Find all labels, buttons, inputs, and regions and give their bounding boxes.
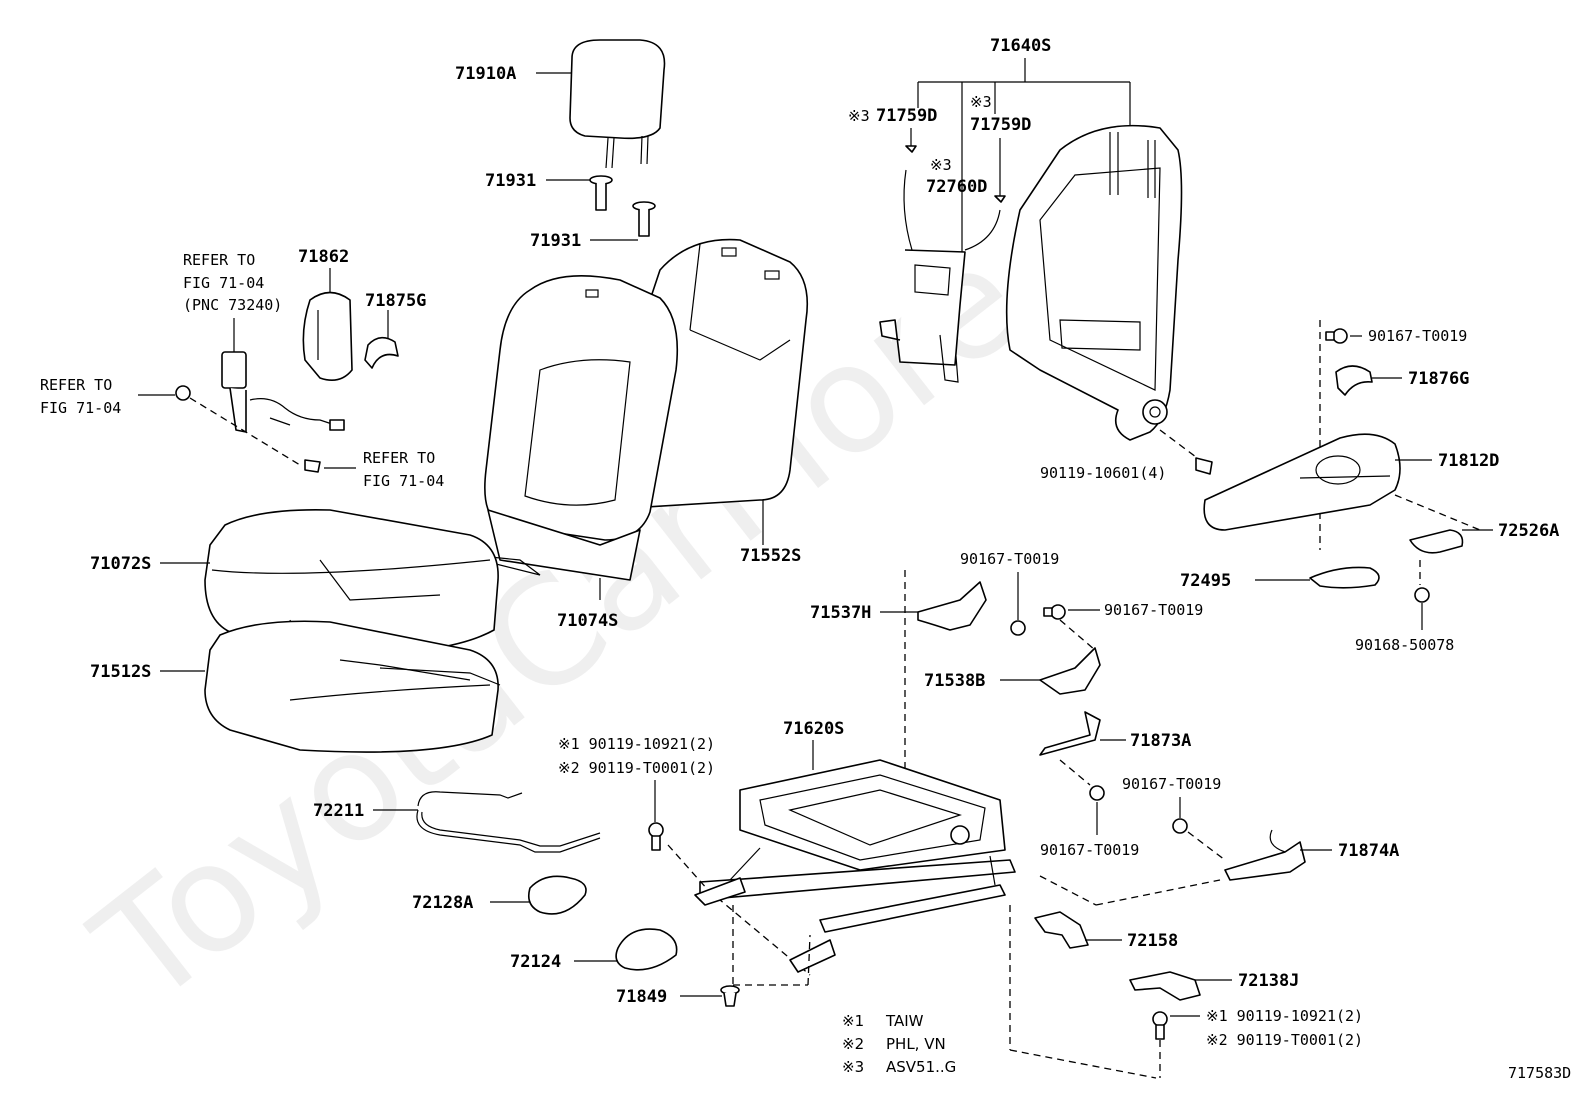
part-label-90167-T0019-b: 90167-T0019 — [960, 550, 1059, 568]
note-1-mark: ※1 — [842, 1012, 864, 1030]
ref-left-line2: FIG 71-04 — [40, 399, 121, 417]
seat-cushion-cover-drawing — [204, 508, 499, 655]
recliner-cover-drawing — [1203, 433, 1401, 531]
part-label-71875G: 71875G — [365, 291, 426, 311]
bolt-90167-T0019-b-drawing — [1010, 620, 1026, 636]
lumbar-support-drawing — [879, 169, 1001, 383]
note-3-mark: ※3 — [842, 1058, 864, 1076]
ref-mid-line2: FIG 71-04 — [363, 472, 444, 490]
cover-72128A-drawing — [527, 875, 587, 915]
ref-belt-line3: (PNC 73240) — [183, 296, 282, 314]
part-label-71931-b: 71931 — [530, 231, 581, 251]
part-label-71862: 71862 — [298, 247, 349, 267]
part-label-90119-T0001-a: ※2 90119-T0001(2) — [558, 759, 715, 777]
bolt-90167-T0019-c-drawing — [1043, 604, 1066, 620]
ref-mid-line1: REFER TO — [363, 449, 435, 467]
part-label-71812D: 71812D — [1438, 451, 1499, 471]
note-3-text: ASV51..G — [886, 1058, 956, 1076]
part-label-90119-10921-a: ※1 90119-10921(2) — [558, 735, 715, 753]
note-2-text: PHL, VN — [886, 1035, 946, 1053]
part-label-71876G: 71876G — [1408, 369, 1469, 389]
part-label-72526A: 72526A — [1498, 521, 1559, 541]
bracket-71874A-drawing — [1224, 829, 1306, 881]
bracket-71538B-drawing — [1039, 647, 1101, 695]
part-label-71620S: 71620S — [783, 719, 844, 739]
part-label-71874A: 71874A — [1338, 841, 1399, 861]
bolt-90119-b-drawing — [1152, 1011, 1168, 1040]
footnotes: ※1 TAIW ※2 PHL, VN ※3 ASV51..G — [842, 1012, 956, 1076]
part-label-72124: 72124 — [510, 952, 561, 972]
part-label-72495: 72495 — [1180, 571, 1231, 591]
mark-72760D: ※3 — [930, 156, 952, 174]
part-label-71759D-a: 71759D — [876, 106, 937, 126]
part-label-90167-T0019-d: 90167-T0019 — [1040, 841, 1139, 859]
part-label-72760D: 72760D — [926, 177, 987, 197]
headrest-support-drawing — [589, 175, 656, 237]
part-label-71538B: 71538B — [924, 671, 985, 691]
clip-71849-drawing — [720, 985, 740, 1007]
screw-90168-50078-drawing — [1414, 587, 1430, 603]
ref-left-line1: REFER TO — [40, 376, 112, 394]
seat-belt-buckle-drawing — [221, 351, 345, 433]
headrest-drawing — [569, 39, 666, 169]
front-bracket-drawing — [694, 877, 836, 973]
part-label-71849: 71849 — [616, 987, 667, 1007]
ref-belt-line2: FIG 71-04 — [183, 274, 264, 292]
wire-72211-drawing — [416, 791, 601, 853]
note-2-mark: ※2 — [842, 1035, 864, 1053]
part-label-90168-50078: 90168-50078 — [1355, 636, 1454, 654]
lever-72495-drawing — [1309, 566, 1380, 589]
clip-71875G-drawing — [364, 336, 399, 369]
bolt-90167-T0019-a-drawing — [1325, 328, 1348, 344]
mark-71759D-a: ※3 — [848, 107, 870, 125]
part-label-90167-T0019-a: 90167-T0019 — [1368, 327, 1467, 345]
part-label-72211: 72211 — [313, 801, 364, 821]
bolt-90167-T0019-e-drawing — [1172, 818, 1188, 834]
note-1-text: TAIW — [885, 1012, 924, 1030]
clip-71876G-drawing — [1335, 365, 1373, 396]
belt-cover-drawing — [302, 291, 353, 381]
part-label-71074S: 71074S — [557, 611, 618, 631]
part-label-71537H: 71537H — [810, 603, 871, 623]
bolt-90167-T0019-d-drawing — [1089, 785, 1105, 801]
part-label-71910A: 71910A — [455, 64, 516, 84]
bracket-71873A-drawing — [1039, 711, 1101, 756]
part-label-90167-T0019-c: 90167-T0019 — [1104, 601, 1203, 619]
part-label-90167-T0019-e: 90167-T0019 — [1122, 775, 1221, 793]
part-label-71640S: 71640S — [990, 36, 1051, 56]
part-label-71931-a: 71931 — [485, 171, 536, 191]
seat-cushion-pad-drawing — [204, 620, 501, 753]
part-label-71512S: 71512S — [90, 662, 151, 682]
bracket-72158-drawing — [1034, 911, 1089, 949]
part-label-71552S: 71552S — [740, 546, 801, 566]
bracket-72138J-drawing — [1129, 971, 1201, 1001]
part-label-90119-10601: 90119-10601(4) — [1040, 464, 1166, 482]
diagram-id: 717583D — [1508, 1064, 1571, 1082]
ref-belt-line1: REFER TO — [183, 251, 255, 269]
part-label-71072S: 71072S — [90, 554, 151, 574]
knob-72526A-drawing — [1409, 529, 1464, 554]
part-label-72138J: 72138J — [1238, 971, 1299, 991]
bracket-71537H-drawing — [917, 581, 987, 631]
seat-adjuster-drawing — [699, 759, 1016, 933]
part-label-90119-T0001-b: ※2 90119-T0001(2) — [1206, 1031, 1363, 1049]
part-label-71759D-b: 71759D — [970, 115, 1031, 135]
seatback-cover-drawing — [469, 275, 679, 581]
cover-72124-drawing — [615, 928, 678, 971]
bolt-90119-a-drawing — [648, 822, 664, 851]
seatback-frame-drawing — [1005, 124, 1183, 441]
part-label-90119-10921-b: ※1 90119-10921(2) — [1206, 1007, 1363, 1025]
mark-71759D-b: ※3 — [970, 93, 992, 111]
part-label-72128A: 72128A — [412, 893, 473, 913]
part-label-72158: 72158 — [1127, 931, 1178, 951]
part-label-71873A: 71873A — [1130, 731, 1191, 751]
